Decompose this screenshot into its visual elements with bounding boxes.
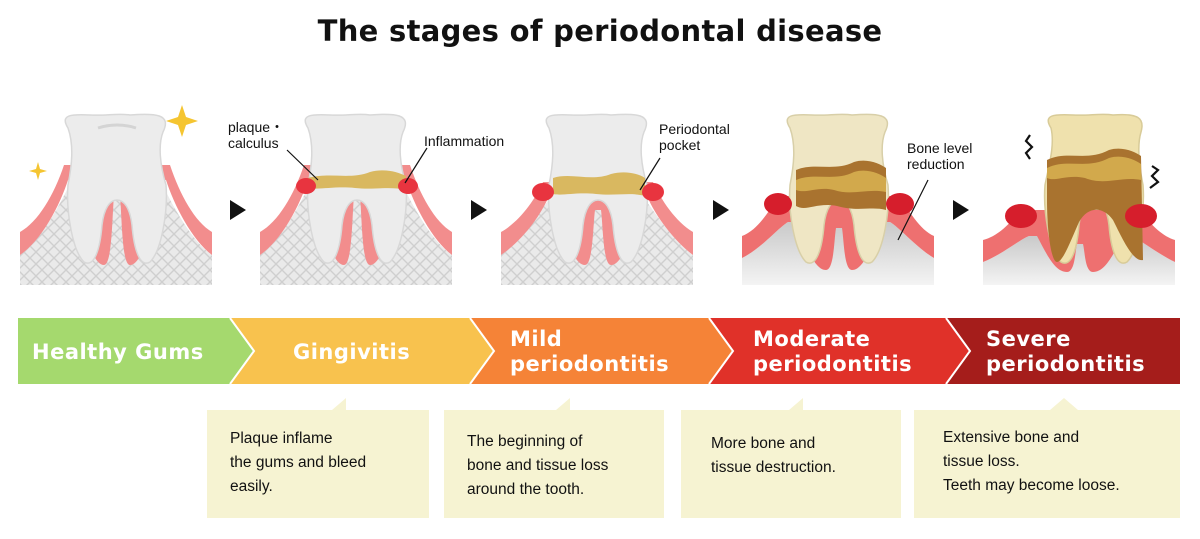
desc-gingivitis-line: the gums and bleed	[230, 454, 367, 471]
inflammation-label: Inflammation	[424, 133, 505, 149]
stage-label-moderate-line1: Moderate	[753, 327, 871, 351]
plaque-label: plaque・ calculus	[228, 119, 284, 151]
stage-label-healthy: Healthy Gums	[32, 340, 204, 365]
stage-segment-mild	[470, 318, 733, 384]
desc-box-moderate	[681, 398, 901, 518]
bone-leader	[897, 179, 929, 241]
bone-label: Bone level reduction	[907, 140, 972, 172]
stage-label-mild-line1: Mild	[510, 327, 563, 351]
desc-gingivitis: Plaque inflame the gums and bleed easily…	[230, 427, 366, 499]
pocket-label-line1: Periodontal	[659, 121, 730, 137]
arrow-right-icon	[230, 200, 246, 220]
arrow-right-icon	[471, 200, 487, 220]
tooth-healthy	[20, 113, 212, 285]
desc-box-gingivitis	[207, 398, 429, 518]
tooth-gingivitis	[260, 113, 452, 285]
stage-label-mild-line2: periodontitis	[510, 352, 670, 376]
desc-gingivitis-line: easily.	[230, 478, 273, 495]
description-boxes	[207, 398, 1180, 518]
pocket-label: Periodontal pocket	[659, 121, 730, 153]
desc-mild: The beginning of bone and tissue loss ar…	[467, 430, 608, 502]
stage-segment-healthy	[18, 318, 254, 384]
plaque-label-line2: calculus	[228, 135, 279, 151]
desc-moderate-line: tissue destruction.	[711, 459, 836, 476]
stage-label-moderate-line2: periodontitis	[753, 352, 913, 376]
shake-mark-icon	[1024, 134, 1160, 189]
stage-label-mild: Mild periodontitis	[510, 327, 669, 377]
page-title: The stages of periodontal disease	[317, 14, 883, 48]
stage-label-healthy-text: Healthy Gums	[32, 340, 204, 364]
stage-label-gingivitis-text: Gingivitis	[293, 340, 411, 364]
plaque-label-line1: plaque・	[228, 119, 285, 135]
desc-severe-line: Extensive bone and	[943, 429, 1080, 446]
desc-moderate: More bone and tissue destruction.	[711, 432, 836, 480]
stage-bar	[18, 317, 1180, 385]
desc-severe-line: tissue loss.	[943, 453, 1020, 470]
desc-mild-line: bone and tissue loss	[467, 457, 609, 474]
sparkle-icon	[29, 105, 198, 180]
desc-mild-line: The beginning of	[467, 433, 583, 450]
inflammation-leader	[404, 147, 428, 184]
desc-severe-line: Teeth may become loose.	[943, 477, 1120, 494]
arrow-right-icon	[713, 200, 729, 220]
stage-label-severe-line2: periodontitis	[986, 352, 1146, 376]
desc-box-mild	[444, 398, 664, 518]
desc-box-severe	[914, 398, 1180, 518]
stage-segment-moderate	[709, 318, 970, 384]
stage-label-gingivitis: Gingivitis	[293, 340, 410, 365]
stage-label-severe-line1: Severe	[986, 327, 1071, 351]
desc-gingivitis-line: Plaque inflame	[230, 430, 333, 447]
arrow-right-icon	[953, 200, 969, 220]
plaque-leader	[286, 149, 319, 181]
pocket-label-line2: pocket	[659, 137, 701, 153]
bone-label-line2: reduction	[907, 156, 965, 172]
bone-label-line1: Bone level	[907, 140, 973, 156]
stage-label-severe: Severe periodontitis	[986, 327, 1145, 377]
tooth-moderate	[742, 113, 934, 285]
stage-segment-gingivitis	[230, 318, 494, 384]
desc-moderate-line: More bone and	[711, 435, 816, 452]
pocket-leader	[639, 157, 661, 191]
tooth-mild	[501, 113, 693, 285]
desc-severe: Extensive bone and tissue loss. Teeth ma…	[943, 426, 1120, 498]
tooth-severe	[983, 113, 1175, 285]
desc-mild-line: around the tooth.	[467, 481, 585, 498]
stage-label-moderate: Moderate periodontitis	[753, 327, 912, 377]
stage-segment-severe	[946, 318, 1180, 384]
